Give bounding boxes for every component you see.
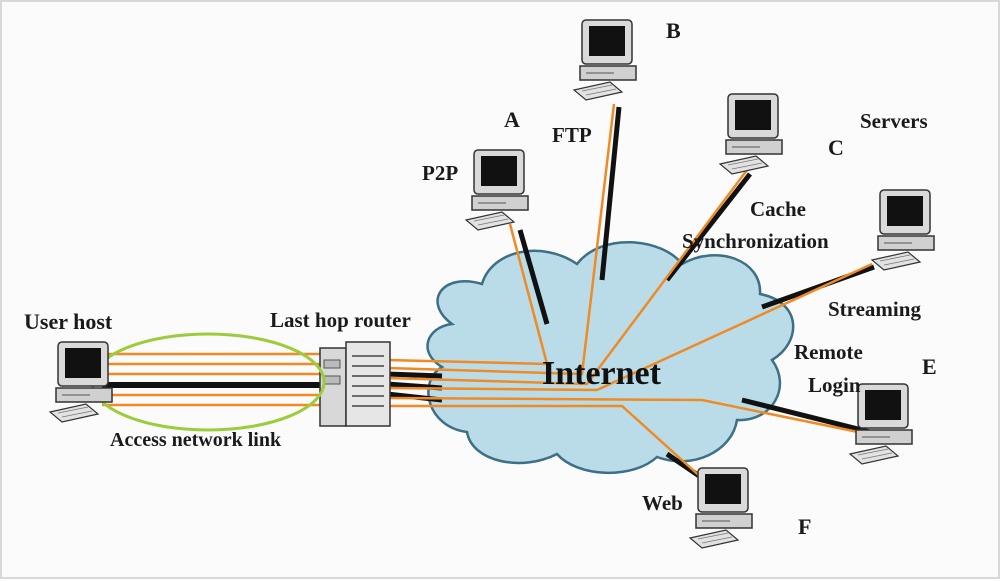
flow-p2p	[386, 223, 549, 366]
link-b	[599, 106, 622, 281]
remote-label-line2: Login	[808, 373, 861, 397]
flow-cache	[386, 169, 749, 386]
host-a-computer-icon	[465, 149, 529, 231]
access-bundle	[102, 352, 332, 407]
host-b-computer-icon	[573, 19, 637, 101]
last-hop-router	[319, 341, 391, 427]
servers-label: Servers	[860, 109, 928, 133]
router-label: Last hop router	[270, 308, 411, 332]
cloud-shape	[426, 241, 795, 475]
user-host-computer-icon	[49, 341, 113, 423]
flow-remote	[386, 396, 869, 436]
access-link-label: Access network link	[110, 429, 282, 451]
link-streaming	[761, 264, 875, 310]
link-a	[517, 229, 550, 325]
internet-label: Internet	[542, 355, 662, 392]
link-e	[741, 397, 871, 435]
internet-cloud	[426, 241, 795, 475]
remote-label-line1: Remote	[794, 340, 863, 364]
flow-web	[387, 404, 725, 499]
cache-label-line1: Cache	[750, 197, 806, 221]
host-b-id: B	[666, 18, 681, 43]
streaming-server-computer-icon	[871, 189, 935, 271]
server-links	[517, 106, 875, 500]
streaming-label: Streaming	[828, 297, 921, 321]
host-e-id: E	[922, 354, 937, 379]
host-c-computer-icon	[719, 93, 783, 175]
host-c-id: C	[828, 135, 844, 160]
host-f-computer-icon	[689, 467, 753, 549]
link-c	[665, 172, 752, 282]
cache-label-line2: Synchronization	[682, 229, 829, 253]
ftp-label: FTP	[552, 123, 592, 147]
flow-lines	[386, 103, 873, 499]
host-f-id: F	[798, 514, 811, 539]
flow-ftp	[386, 103, 616, 376]
web-label: Web	[642, 491, 683, 515]
user-host-label: User host	[24, 309, 113, 334]
p2p-label: P2P	[422, 161, 458, 185]
host-a-id: A	[504, 107, 520, 132]
flow-streaming	[386, 262, 873, 392]
